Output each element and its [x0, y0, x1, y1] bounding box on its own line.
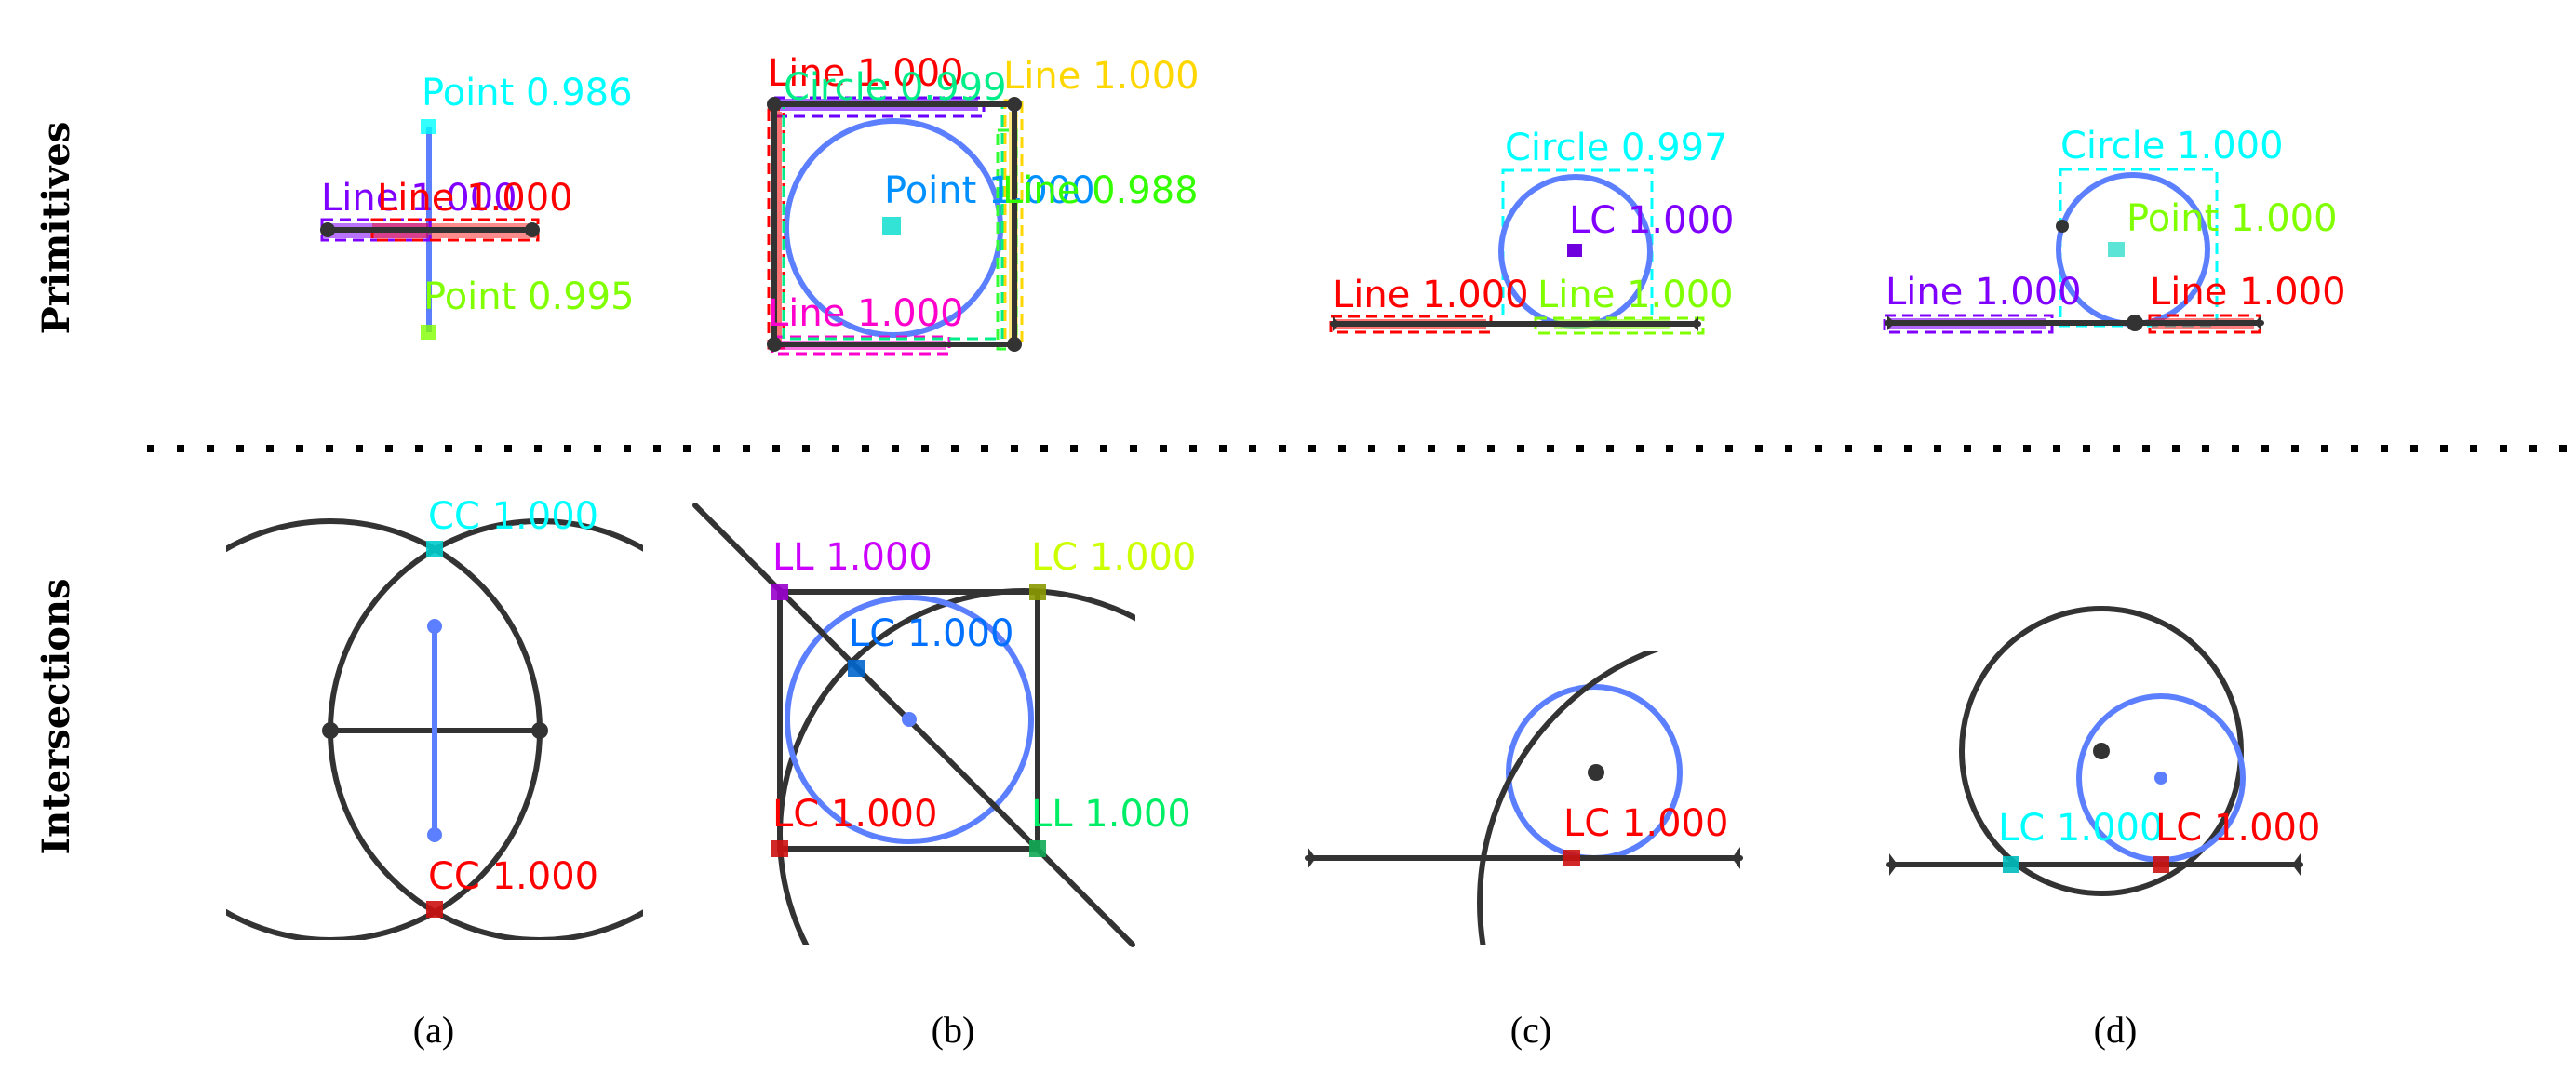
label-line: Line 1.000 [2150, 271, 2346, 314]
label-ll: LL 1.000 [772, 536, 932, 579]
primitives-panel-d: Circle 1.000 Point 1.000 Line 1.000 Line… [1883, 125, 2346, 334]
primitives-panel-c: Circle 0.997 LC 1.000 Line 1.000 Line 1.… [1329, 127, 1734, 335]
label-line: Line 1.000 [377, 177, 573, 220]
label-lc: LC 1.000 [849, 612, 1013, 655]
intersections-panel-d: LC 1.000 LC 1.000 [1886, 606, 2320, 896]
primitives-panel-a: Point 0.986 Line 1.000 Line 1.000 Point … [320, 72, 635, 340]
label-lc: LC 1.000 [2155, 807, 2320, 850]
label-point: Point 1.000 [2127, 197, 2338, 240]
label-ll: LL 1.000 [1031, 793, 1191, 836]
label-cc: CC 1.000 [428, 495, 598, 538]
label-line: Line 0.988 [1002, 169, 1199, 212]
label-lc: LC 1.000 [772, 793, 937, 836]
label-point: Point 1.000 [884, 169, 1095, 212]
primitives-panel-b: Line 1.000 Circle 0.999 Line 1.000 Point… [767, 52, 1200, 356]
label-circle: Circle 1.000 [2060, 125, 2284, 168]
label-point: Point 0.986 [422, 72, 633, 114]
caption-c: (c) [1510, 1009, 1551, 1051]
label-circle: Circle 0.999 [784, 66, 1007, 109]
label-point: Point 0.995 [423, 275, 635, 318]
label-line: Line 1.000 [1003, 55, 1200, 98]
caption-d: (d) [2094, 1009, 2138, 1051]
label-line: Line 1.000 [1885, 271, 2082, 314]
intersections-panel-b: LL 1.000 LC 1.000 LC 1.000 LC 1.000 LL 1… [692, 503, 1196, 947]
label-line: Line 1.000 [321, 177, 517, 220]
label-line: Line 1.000 [768, 292, 964, 335]
label-cc: CC 1.000 [428, 855, 598, 898]
label-lc: LC 1.000 [1563, 802, 1728, 845]
intersections-panel-c: LC 1.000 [1305, 651, 1743, 945]
intersections-panel-a: CC 1.000 CC 1.000 [226, 495, 643, 940]
label-lc: LC 1.000 [1569, 199, 1734, 242]
label-line: Line 1.000 [768, 52, 964, 95]
caption-b: (b) [932, 1009, 975, 1051]
caption-a: (a) [413, 1009, 454, 1051]
row-label-intersections: Intersections [34, 578, 78, 854]
label-line: Line 1.000 [1333, 274, 1529, 316]
row-label-primitives: Primitives [34, 122, 78, 335]
label-lc: LC 1.000 [1031, 536, 1196, 579]
label-circle: Circle 0.997 [1505, 127, 1728, 169]
label-line: Line 1.000 [1537, 274, 1734, 316]
label-lc: LC 1.000 [1998, 807, 2163, 850]
